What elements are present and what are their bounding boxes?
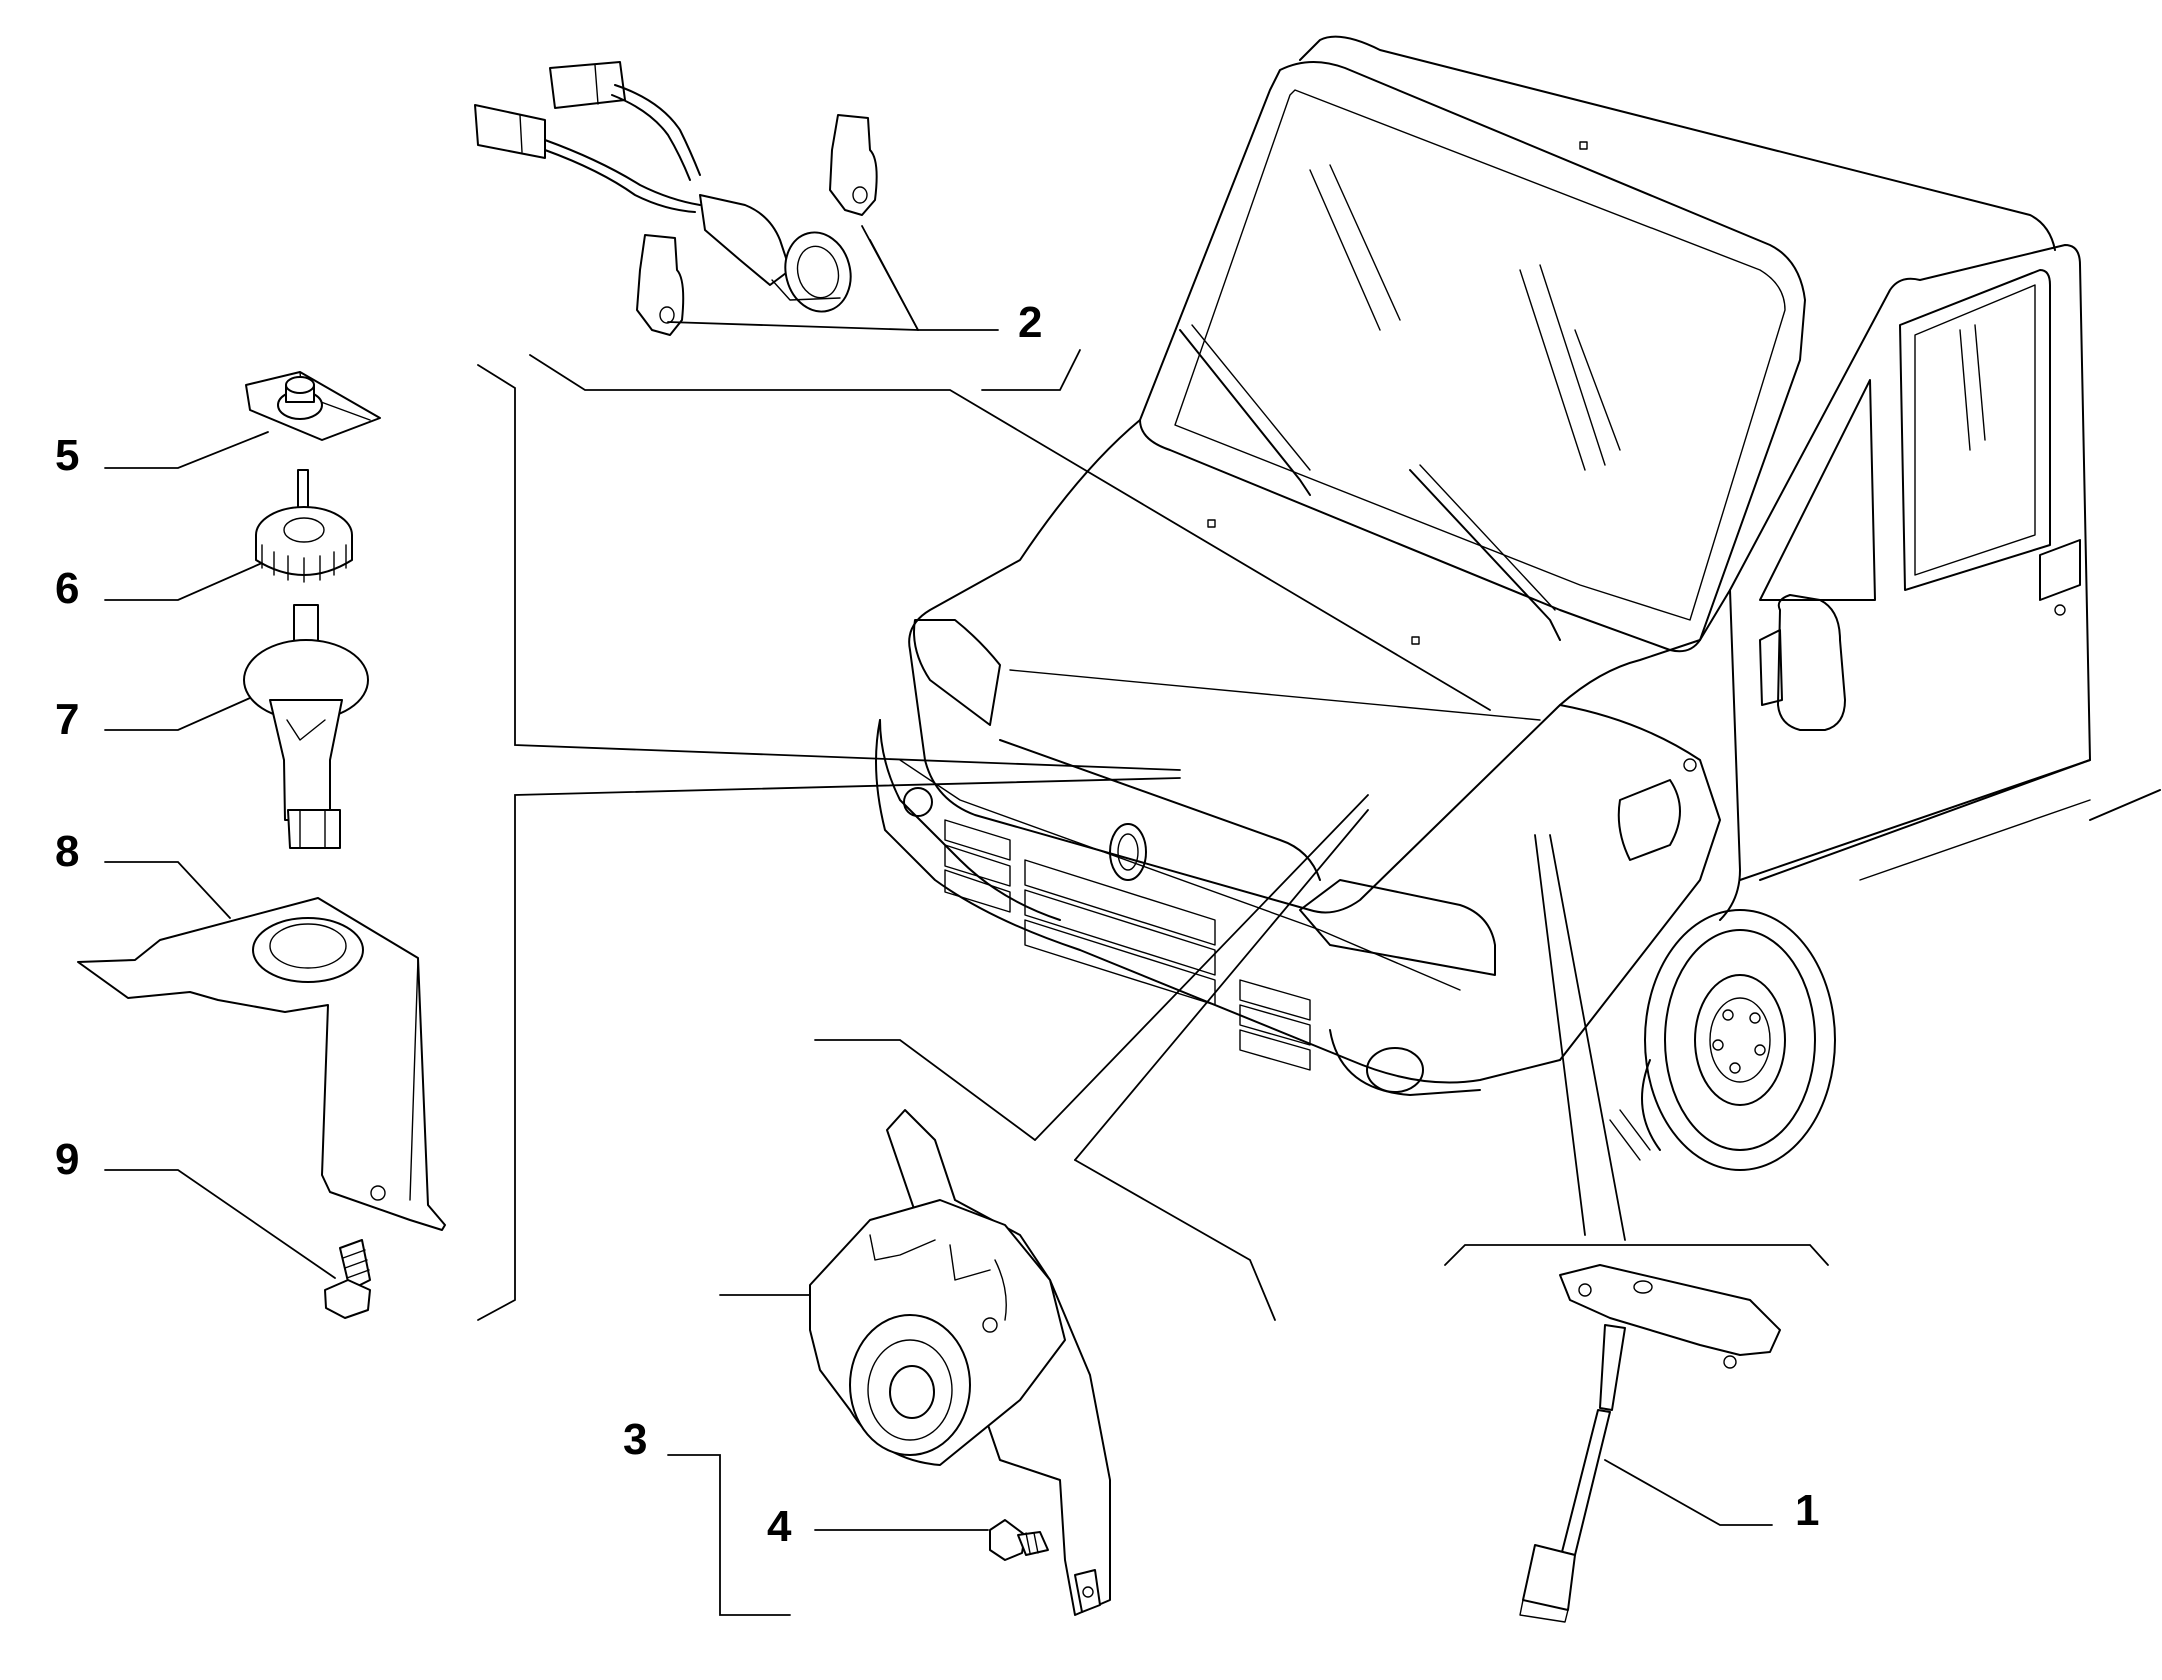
- callout-labels: 1 2 3 4 5 6 7 8 9: [55, 298, 1819, 1551]
- horn-part: [667, 1109, 1111, 1616]
- sensor-plug-part: [104, 604, 369, 849]
- bolt-part: [104, 1169, 371, 1319]
- harness-part: [474, 61, 999, 336]
- assembly-frame-lines: [477, 349, 1829, 1321]
- horn-bolt-part: [814, 1519, 1049, 1561]
- callout-2: 2: [1018, 298, 1042, 347]
- bracket-part: [77, 861, 446, 1231]
- callout-8: 8: [55, 827, 79, 876]
- callout-5: 5: [55, 431, 79, 480]
- knob-part: [104, 469, 353, 601]
- callout-7: 7: [55, 695, 79, 744]
- level-sensor-part: [1519, 1264, 1781, 1623]
- clip-nut-part: [104, 371, 381, 469]
- callout-1: 1: [1795, 1486, 1819, 1535]
- callout-4: 4: [767, 1502, 792, 1551]
- callout-6: 6: [55, 564, 79, 613]
- van-illustration: [875, 35, 2161, 1171]
- callout-3: 3: [623, 1415, 647, 1464]
- callout-9: 9: [55, 1135, 79, 1184]
